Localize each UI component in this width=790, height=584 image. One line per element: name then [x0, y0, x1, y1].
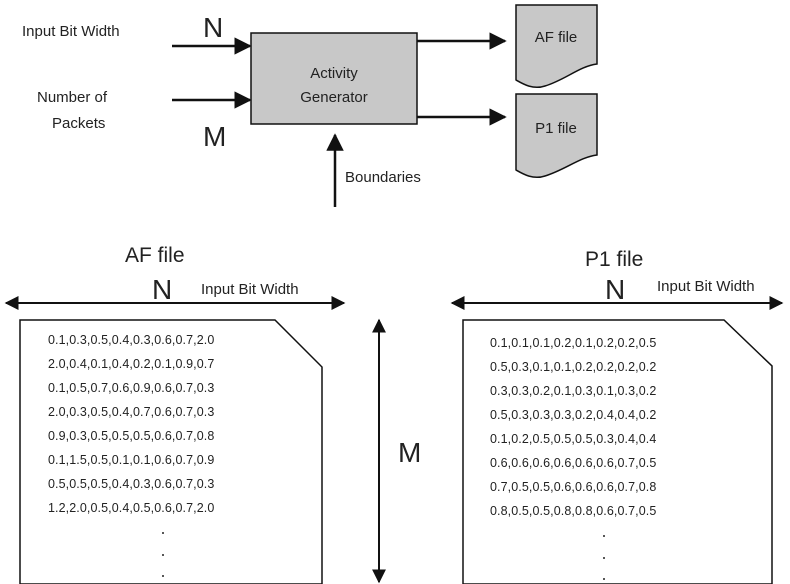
p1-width-label: Input Bit Width [657, 278, 755, 295]
packets-label-line1: Number of [37, 89, 108, 106]
af-data-rows: 0.1,0.3,0.5,0.4,0.3,0.6,0.7,2.0 2.0,0.4,… [48, 333, 214, 515]
p1-n-label: N [605, 274, 625, 305]
p1-file-icon [515, 93, 598, 179]
p1-row: 0.8,0.5,0.5,0.8,0.8,0.6,0.7,0.5 [490, 504, 656, 518]
packets-label-line2: Packets [52, 115, 105, 132]
p1-file-title: P1 file [585, 248, 643, 271]
p1-row: 0.6,0.6,0.6,0.6,0.6,0.6,0.7,0.5 [490, 456, 656, 470]
af-n-label: N [152, 274, 172, 305]
boundaries-label: Boundaries [345, 169, 421, 186]
p1-row: 0.7,0.5,0.5,0.6,0.6,0.6,0.7,0.8 [490, 480, 656, 494]
generator-label-line2: Generator [300, 89, 368, 106]
p1-row: 0.1,0.1,0.1,0.2,0.1,0.2,0.2,0.5 [490, 336, 656, 350]
p1-data-rows: 0.1,0.1,0.1,0.2,0.1,0.2,0.2,0.5 0.5,0.3,… [490, 336, 656, 518]
af-continuation-dots [162, 532, 164, 577]
af-row: 0.1,0.5,0.7,0.6,0.9,0.6,0.7,0.3 [48, 381, 214, 395]
input-bit-width-label: Input Bit Width [22, 23, 120, 40]
af-row: 0.1,1.5,0.5,0.1,0.1,0.6,0.7,0.9 [48, 453, 214, 467]
af-row: 0.9,0.3,0.5,0.5,0.5,0.6,0.7,0.8 [48, 429, 214, 443]
activity-generator-box [250, 32, 418, 125]
generator-label-line1: Activity [310, 65, 358, 82]
m-label-between: M [398, 437, 421, 468]
af-file-page [19, 319, 323, 584]
p1-continuation-dots [603, 535, 605, 580]
af-row: 0.5,0.5,0.5,0.4,0.3,0.6,0.7,0.3 [48, 477, 214, 491]
m-label-top: M [203, 121, 226, 152]
af-row: 2.0,0.3,0.5,0.4,0.7,0.6,0.7,0.3 [48, 405, 214, 419]
af-row: 1.2,2.0,0.5,0.4,0.5,0.6,0.7,2.0 [48, 501, 214, 515]
af-file-title: AF file [125, 244, 185, 267]
af-width-label: Input Bit Width [201, 281, 299, 298]
p1-file-icon-label: P1 file [535, 120, 577, 137]
af-file-icon [515, 4, 598, 89]
p1-row: 0.1,0.2,0.5,0.5,0.5,0.3,0.4,0.4 [490, 432, 656, 446]
p1-row: 0.5,0.3,0.3,0.3,0.2,0.4,0.4,0.2 [490, 408, 656, 422]
af-file-icon-label: AF file [535, 29, 578, 46]
p1-row: 0.3,0.3,0.2,0.1,0.3,0.1,0.3,0.2 [490, 384, 656, 398]
af-row: 2.0,0.4,0.1,0.4,0.2,0.1,0.9,0.7 [48, 357, 214, 371]
p1-file-page [462, 319, 773, 584]
af-row: 0.1,0.3,0.5,0.4,0.3,0.6,0.7,2.0 [48, 333, 214, 347]
n-label-top: N [203, 12, 223, 43]
p1-row: 0.5,0.3,0.1,0.1,0.2,0.2,0.2,0.2 [490, 360, 656, 374]
